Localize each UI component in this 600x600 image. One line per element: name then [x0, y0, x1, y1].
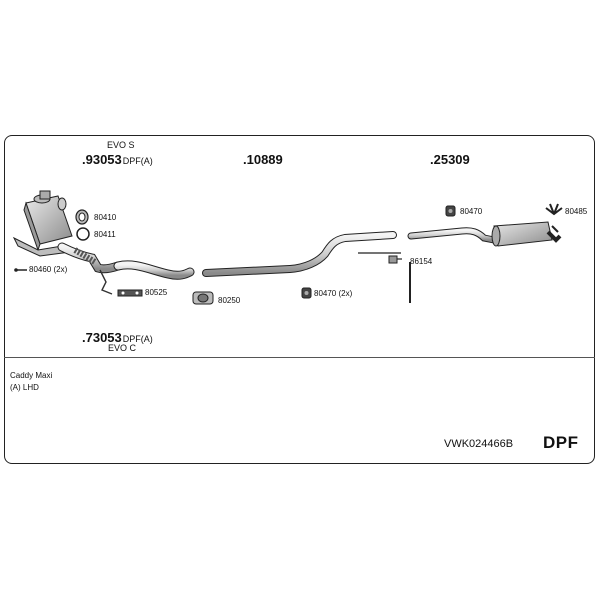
- part-label-80470: 80470: [460, 207, 483, 216]
- variant-evo-s: EVO S: [107, 140, 135, 150]
- part-label-80485: 80485: [565, 207, 588, 216]
- ring-80410-icon: [75, 209, 89, 225]
- info-separator: [4, 357, 595, 358]
- diagram-frame: [4, 135, 595, 464]
- clamp-80250-icon: [192, 291, 214, 305]
- dpf-catalyst-part: [12, 190, 73, 257]
- bolt-80460-icon: [14, 268, 27, 272]
- ring-80411-icon: [76, 227, 90, 241]
- kit-code: VWK024466B: [444, 438, 514, 450]
- group-number-top-left: .93053DPF(A): [82, 152, 153, 167]
- part-label-80410: 80410: [94, 213, 117, 222]
- bracket-80485-icon: [545, 203, 563, 216]
- group-number-top-mid: .10889: [243, 152, 283, 167]
- vehicle-model: Caddy Maxi: [10, 371, 53, 380]
- group-number-top-right: .25309: [430, 152, 470, 167]
- variant-evo-c: EVO C: [108, 343, 137, 353]
- vehicle-spec: (A) LHD: [10, 383, 39, 392]
- front-pipe-part: [57, 242, 195, 295]
- part-label-86154: 86154: [410, 257, 433, 266]
- clamp-86154-icon: [388, 255, 402, 264]
- rear-silencer-part: [407, 221, 562, 247]
- part-label-80470-2x: 80470 (2x): [314, 289, 353, 298]
- group-number-bottom-left: .73053DPF(A): [82, 330, 153, 345]
- part-label-80525: 80525: [145, 288, 168, 297]
- clamp-80525-icon: [117, 289, 143, 297]
- part-label-80411: 80411: [94, 230, 116, 239]
- hanger-80470-icon: [301, 287, 312, 299]
- kit-type: DPF: [543, 433, 579, 452]
- part-label-80460: 80460 (2x): [29, 265, 68, 274]
- part-label-80250: 80250: [218, 296, 241, 305]
- hanger-80470-rear-icon: [445, 205, 456, 217]
- middle-pipe-part: [202, 231, 397, 277]
